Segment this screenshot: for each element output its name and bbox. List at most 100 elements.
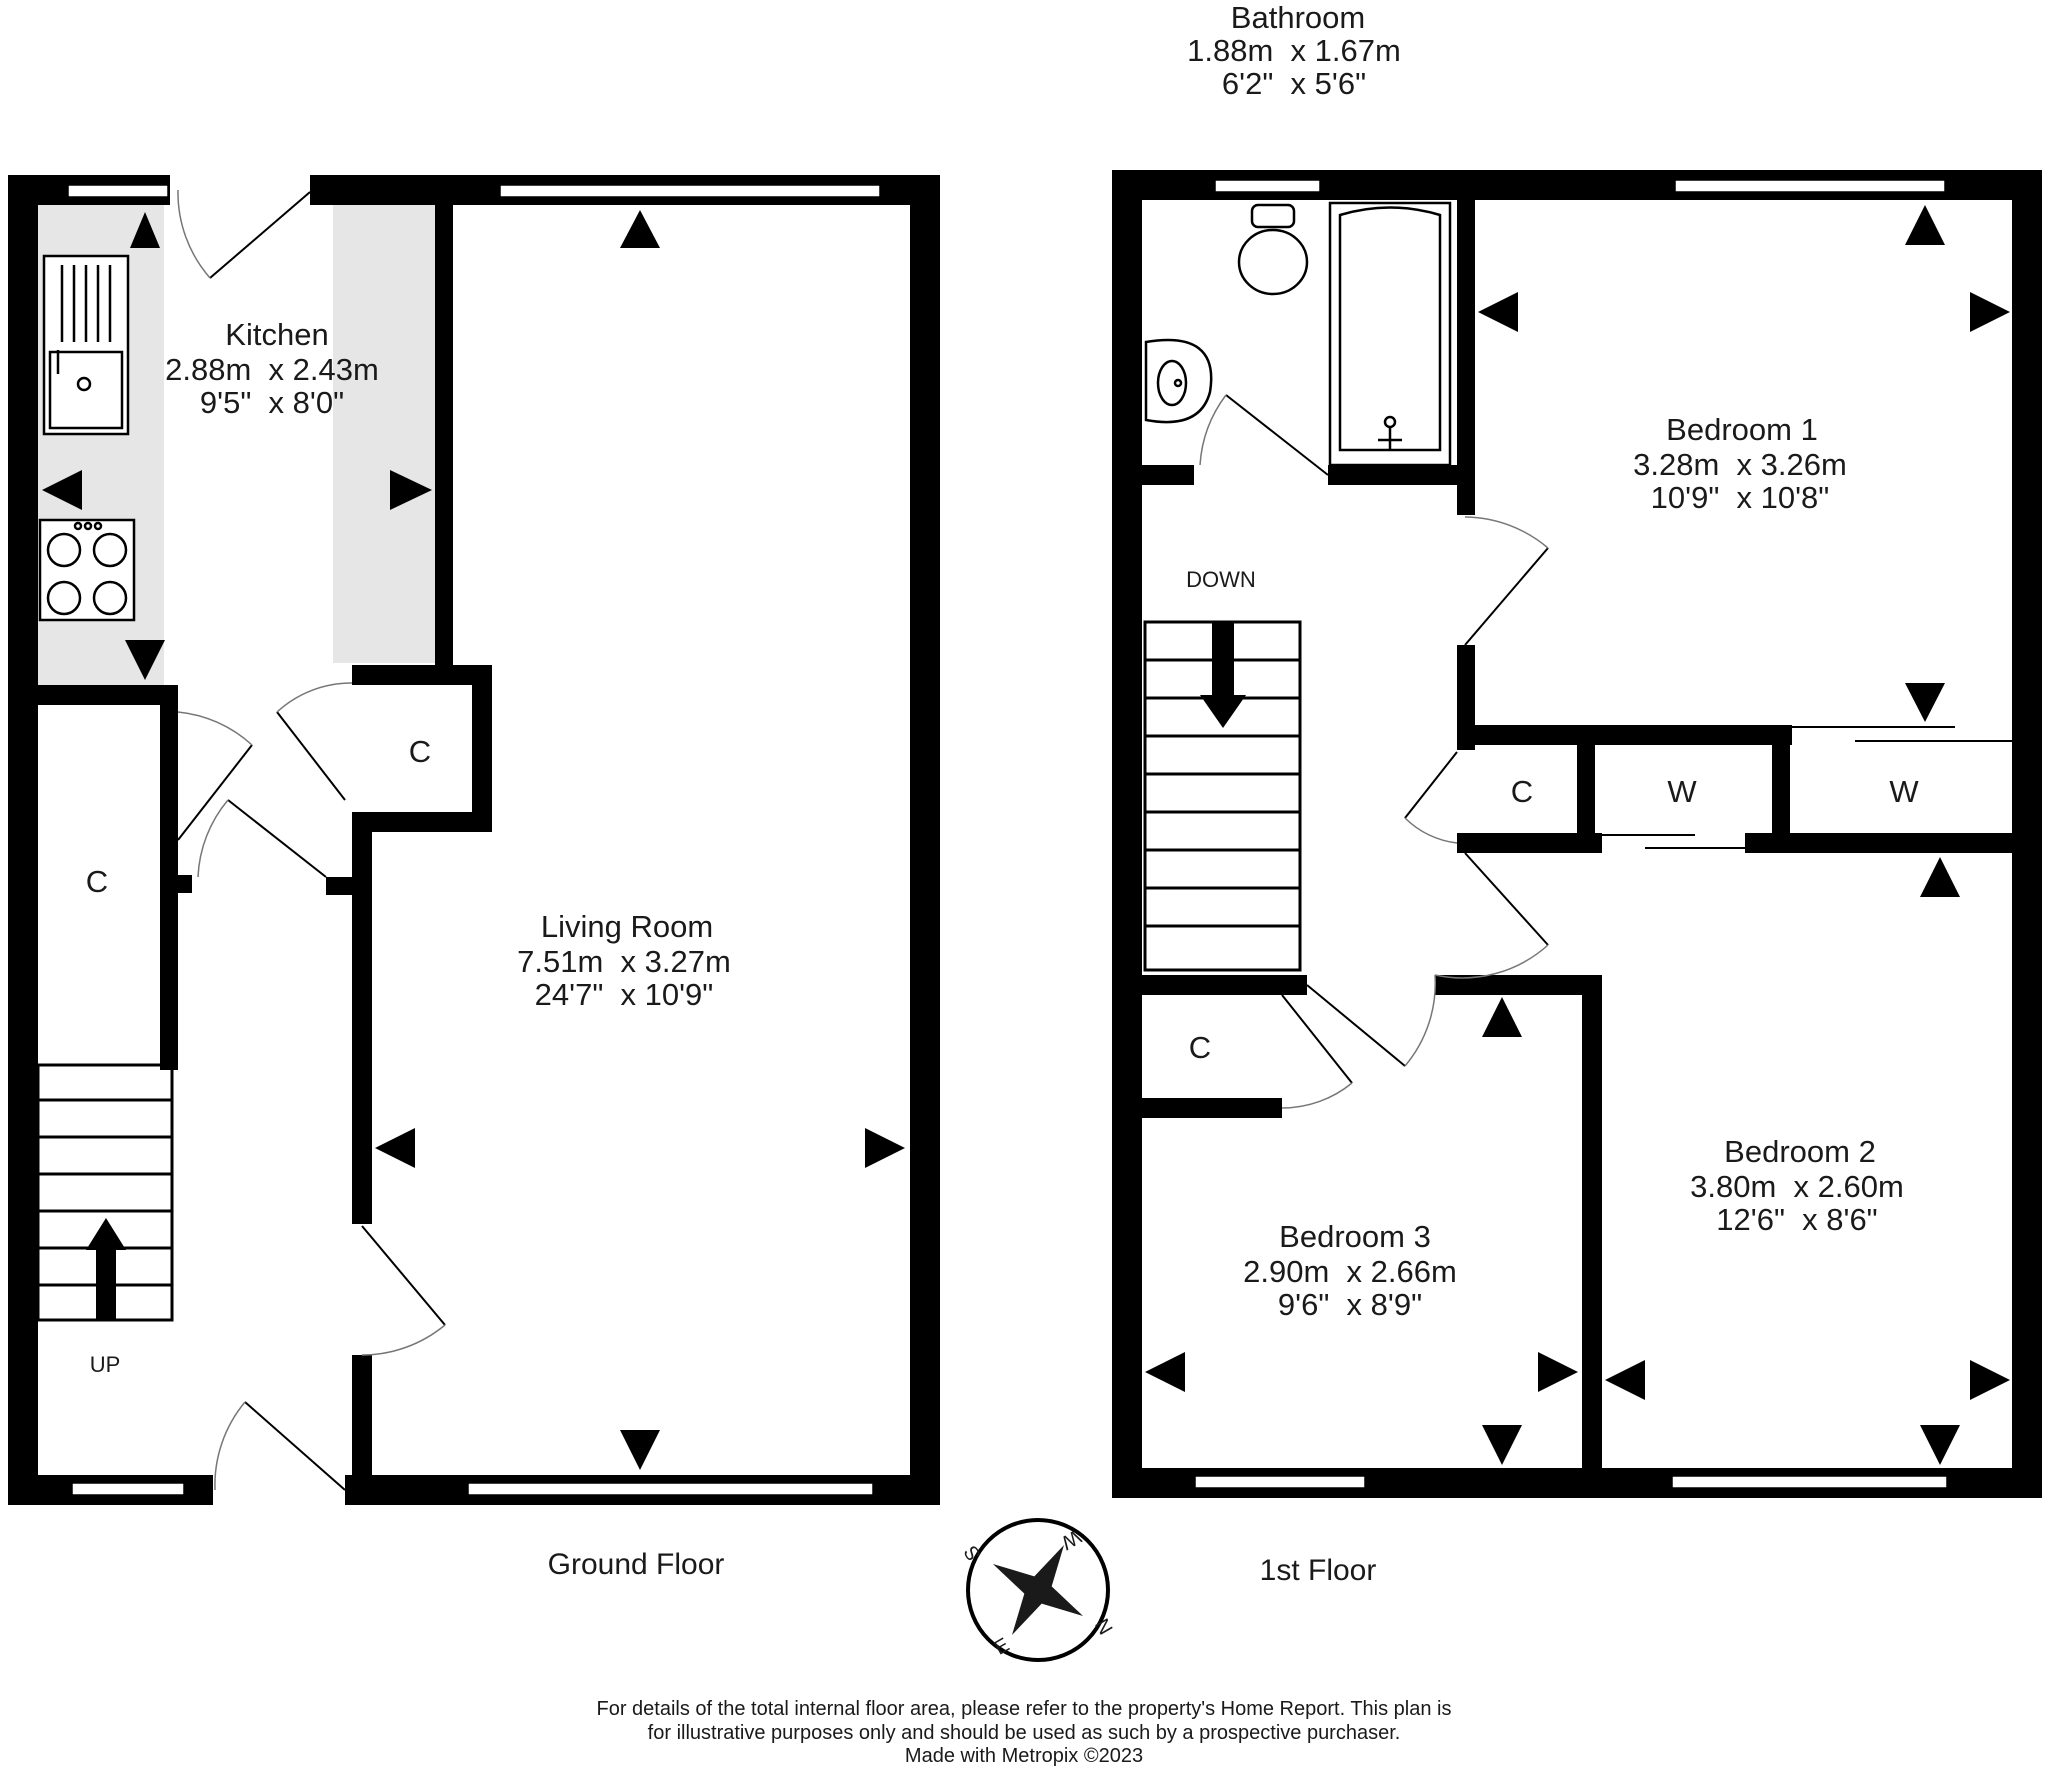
bedroom3-metric: 2.90m x 2.66m bbox=[1243, 1254, 1457, 1289]
bedroom2-metric: 3.80m x 2.60m bbox=[1690, 1169, 1904, 1204]
up-label: UP bbox=[90, 1352, 121, 1377]
gf-living-door bbox=[361, 1225, 446, 1326]
sink-icon bbox=[42, 254, 130, 436]
gf-c2-top bbox=[352, 665, 492, 685]
down-arrow-icon bbox=[1200, 695, 1246, 728]
ff-wardrobe2-label: W bbox=[1889, 774, 1919, 809]
kitchen-name: Kitchen bbox=[225, 317, 328, 352]
living-metric: 7.51m x 3.27m bbox=[517, 944, 731, 979]
living-marker-left bbox=[375, 1128, 415, 1168]
ff-bath-bottom-b bbox=[1328, 465, 1475, 485]
gf-wall-right bbox=[910, 175, 940, 1505]
ff-bath-bottom-a bbox=[1142, 465, 1194, 485]
ff-w1-divider bbox=[1577, 725, 1595, 850]
living-imperial: 24'7" x 10'9" bbox=[535, 977, 714, 1012]
kitchen-marker-left bbox=[42, 470, 82, 510]
bedroom1-name: Bedroom 1 bbox=[1666, 412, 1818, 447]
ff-bed2-door bbox=[1464, 852, 1549, 946]
gf-hall-window bbox=[71, 1482, 185, 1496]
gf-cupboard-wall bbox=[160, 685, 178, 1070]
gf-stairs bbox=[36, 1063, 174, 1322]
disclaimer-line2: for illustrative purposes only and shoul… bbox=[648, 1722, 1401, 1744]
bed3-marker-top bbox=[1482, 997, 1522, 1037]
bedroom1-imperial: 10'9" x 10'8" bbox=[1651, 480, 1830, 515]
compass: N S E W bbox=[960, 1518, 1116, 1662]
gf-c2-bottom bbox=[352, 812, 492, 832]
living-marker-bottom bbox=[620, 1430, 660, 1470]
kitchen-imperial: 9'5" x 8'0" bbox=[200, 385, 344, 420]
up-arrow-icon bbox=[86, 1218, 126, 1250]
bed1-marker-top bbox=[1905, 205, 1945, 245]
bed3-marker-bottom bbox=[1482, 1425, 1522, 1465]
living-name: Living Room bbox=[541, 909, 713, 944]
bedroom1-metric: 3.28m x 3.26m bbox=[1633, 447, 1847, 482]
disclaimer-line1: For details of the total internal floor … bbox=[597, 1698, 1452, 1720]
bedroom2-name: Bedroom 2 bbox=[1724, 1134, 1876, 1169]
ff-bed3-window bbox=[1194, 1475, 1366, 1489]
gf-stub-b bbox=[326, 877, 356, 895]
bed2-marker-left bbox=[1605, 1360, 1645, 1400]
bed2-marker-top bbox=[1920, 857, 1960, 897]
gf-kitchen-living-wall bbox=[435, 175, 453, 665]
ground-floor: Kitchen 2.88m x 2.43m 9'5" x 8'0" Living… bbox=[8, 175, 940, 1581]
ff-w2-bottom-wall bbox=[1745, 833, 2042, 853]
gf-kitchen-door bbox=[177, 744, 253, 841]
bed1-marker-right bbox=[1970, 292, 2010, 332]
compass-star-icon bbox=[992, 1544, 1084, 1636]
ff-bath-door bbox=[1225, 394, 1329, 476]
gf-front-door bbox=[244, 1401, 346, 1491]
basin-icon bbox=[1144, 338, 1213, 424]
bath-icon bbox=[1328, 201, 1452, 467]
bed1-marker-bottom bbox=[1905, 683, 1945, 722]
bed2-marker-bottom bbox=[1920, 1425, 1960, 1465]
disclaimer-line3: Made with Metropix ©2023 bbox=[905, 1745, 1143, 1767]
ff-bed1-bottom-wall bbox=[1457, 725, 1792, 745]
ff-w2-divider bbox=[1772, 725, 1790, 850]
bathroom-metric: 1.88m x 1.67m bbox=[1187, 33, 1401, 68]
ff-wardrobe1-label: W bbox=[1667, 774, 1697, 809]
ff-wall-left bbox=[1112, 170, 1142, 1498]
bathroom-imperial: 6'2" x 5'6" bbox=[1222, 66, 1366, 101]
ff-bed1-door bbox=[1464, 547, 1549, 646]
kitchen-marker-top bbox=[130, 212, 160, 248]
ff-bed1-left-wall bbox=[1457, 645, 1475, 750]
bedroom3-name: Bedroom 3 bbox=[1279, 1219, 1431, 1254]
kitchen-marker-bottom bbox=[125, 640, 165, 680]
bedroom2-imperial: 12'6" x 8'6" bbox=[1716, 1202, 1877, 1237]
gf-back-door bbox=[209, 191, 311, 279]
ff-landing-bottom-wall bbox=[1112, 975, 1307, 995]
gf-kitchen-window bbox=[67, 184, 169, 198]
gf-cupboard2-label: C bbox=[409, 734, 431, 769]
gf-kitchen-hall-wall bbox=[38, 685, 178, 705]
living-marker-right bbox=[865, 1128, 905, 1168]
kitchen-worktop-shade-right bbox=[333, 205, 435, 663]
ff-cupboard-label: C bbox=[1511, 774, 1533, 809]
bed1-marker-left bbox=[1478, 292, 1518, 332]
gf-c2-right bbox=[472, 665, 492, 830]
up-arrow-shaft bbox=[96, 1240, 116, 1320]
gf-living-window-top bbox=[499, 184, 881, 198]
ff-c-door bbox=[1404, 751, 1458, 819]
ff-bed3-top-wall bbox=[1435, 975, 1602, 995]
kitchen-metric: 2.88m x 2.43m bbox=[165, 352, 379, 387]
bed3-marker-right bbox=[1538, 1352, 1578, 1392]
gf-hall-living-wall-a bbox=[352, 812, 372, 1224]
first-floor: Bathroom 1.88m x 1.67m 6'2" x 5'6" Bedro… bbox=[1112, 0, 2042, 1587]
bed2-marker-right bbox=[1970, 1360, 2010, 1400]
gf-c2-door bbox=[276, 711, 346, 801]
down-arrow-shaft bbox=[1212, 622, 1234, 700]
hob-icon bbox=[38, 518, 136, 622]
gf-stub-a bbox=[178, 875, 192, 893]
bedroom3-imperial: 9'6" x 8'9" bbox=[1278, 1287, 1422, 1322]
first-floor-caption: 1st Floor bbox=[1260, 1554, 1377, 1587]
gf-hall-living-wall-b bbox=[352, 1355, 372, 1505]
compass-ring bbox=[966, 1518, 1110, 1662]
ff-bed2-left-wall bbox=[1582, 975, 1602, 1498]
kitchen-marker-right bbox=[390, 470, 432, 510]
living-marker-top bbox=[620, 210, 660, 248]
ff-c3-door bbox=[1281, 994, 1353, 1084]
gf-cupboard-label: C bbox=[86, 864, 108, 899]
bathroom-name: Bathroom bbox=[1231, 0, 1365, 35]
ff-stairs bbox=[1143, 620, 1302, 972]
